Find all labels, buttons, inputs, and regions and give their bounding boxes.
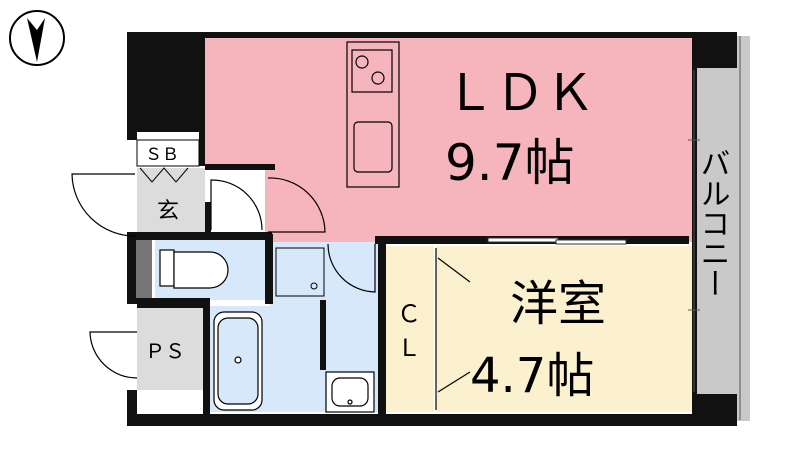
washing-machine-pan-icon <box>275 247 325 297</box>
doors <box>71 173 471 410</box>
entrance-label: 玄 <box>157 199 179 224</box>
ldk-size: 9.7帖 <box>445 134 575 192</box>
shoe-box-lines <box>136 139 200 183</box>
ldk-room <box>205 36 692 242</box>
bedroom-label: 洋室 <box>510 276 606 332</box>
bedroom-size: 4.7帖 <box>470 348 594 404</box>
entrance-area <box>137 168 205 234</box>
pipe-space-label: ＰＳ <box>145 339 185 363</box>
sliding-door <box>487 237 627 245</box>
balcony-area <box>697 36 750 421</box>
balcony-label: バルコニー <box>695 148 730 298</box>
closet-label-1: Ｃ <box>397 300 421 328</box>
kitchen-counter <box>346 41 400 188</box>
north-compass-icon <box>9 10 65 66</box>
shoe-box-area <box>137 140 199 166</box>
hall-area <box>205 170 265 234</box>
bathtub-icon <box>213 311 263 411</box>
bedroom-room <box>436 246 692 412</box>
ldk-label: ＬＤＫ <box>445 64 595 122</box>
toilet-icon <box>159 249 229 289</box>
shoe-box-label: ＳＢ <box>145 145 179 165</box>
windows <box>688 36 741 420</box>
pipe-space-area <box>137 308 203 390</box>
wash-basin-icon <box>325 371 375 413</box>
closet-area <box>386 246 434 412</box>
closet-label-2: Ｌ <box>397 334 421 362</box>
